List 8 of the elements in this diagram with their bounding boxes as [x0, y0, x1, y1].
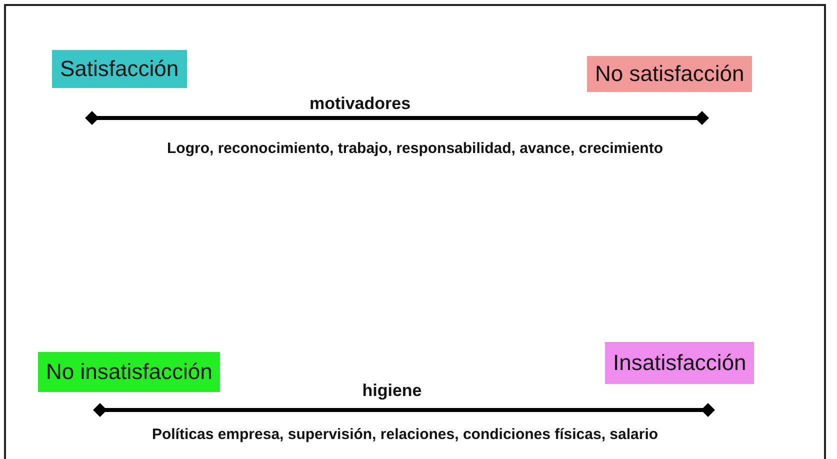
- factor-list: Políticas empresa, supervisión, relaciones, condiciones físicas, salario: [152, 426, 658, 443]
- factor-list: Logro, reconocimiento, trabajo, responsabilidad, avance, crecimiento: [167, 140, 663, 157]
- pole-label-box: No insatisfacción: [38, 352, 220, 392]
- scale-title: motivadores: [309, 94, 411, 114]
- pole-label-box: No satisfacción: [587, 56, 752, 92]
- pole-label-box: Satisfacción: [52, 50, 187, 88]
- pole-label-box: Insatisfacción: [605, 342, 754, 384]
- scale-title: higiene: [362, 381, 422, 401]
